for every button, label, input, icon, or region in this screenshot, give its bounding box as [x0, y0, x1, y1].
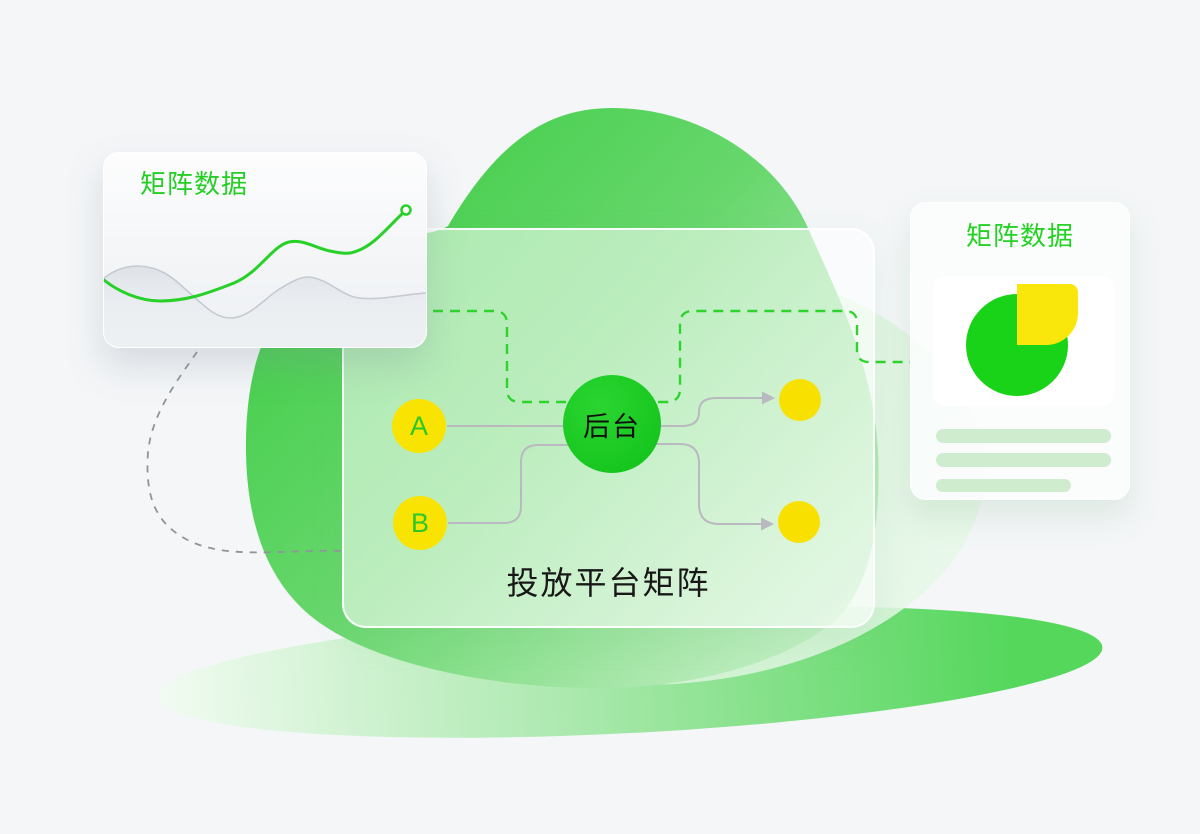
skeleton-bar-1	[936, 429, 1111, 443]
node-a-label: A	[409, 410, 428, 441]
pie-chart-panel	[933, 276, 1114, 406]
matrix-data-card-left: 矩阵数据	[103, 152, 427, 348]
output-node-bottom	[778, 501, 820, 543]
flow-caption: 投放平台矩阵	[506, 565, 711, 601]
hub-label: 后台	[583, 411, 641, 442]
right-card-title: 矩阵数据	[965, 221, 1074, 251]
node-b-label: B	[410, 507, 429, 538]
output-node-top	[779, 379, 821, 421]
node-b: B	[393, 496, 447, 550]
node-a: A	[392, 399, 446, 453]
matrix-data-card-right: 矩阵数据	[910, 202, 1130, 500]
hub-node: 后台	[563, 375, 661, 473]
gray-trend-area	[104, 266, 426, 343]
gray-dashed-route	[146, 351, 347, 554]
pie-slice-yellow	[1017, 284, 1078, 345]
skeleton-bar-3	[936, 479, 1071, 492]
skeleton-bar-2	[936, 453, 1111, 467]
chart-endpoint-marker	[400, 204, 412, 216]
left-card-title: 矩阵数据	[140, 169, 249, 199]
